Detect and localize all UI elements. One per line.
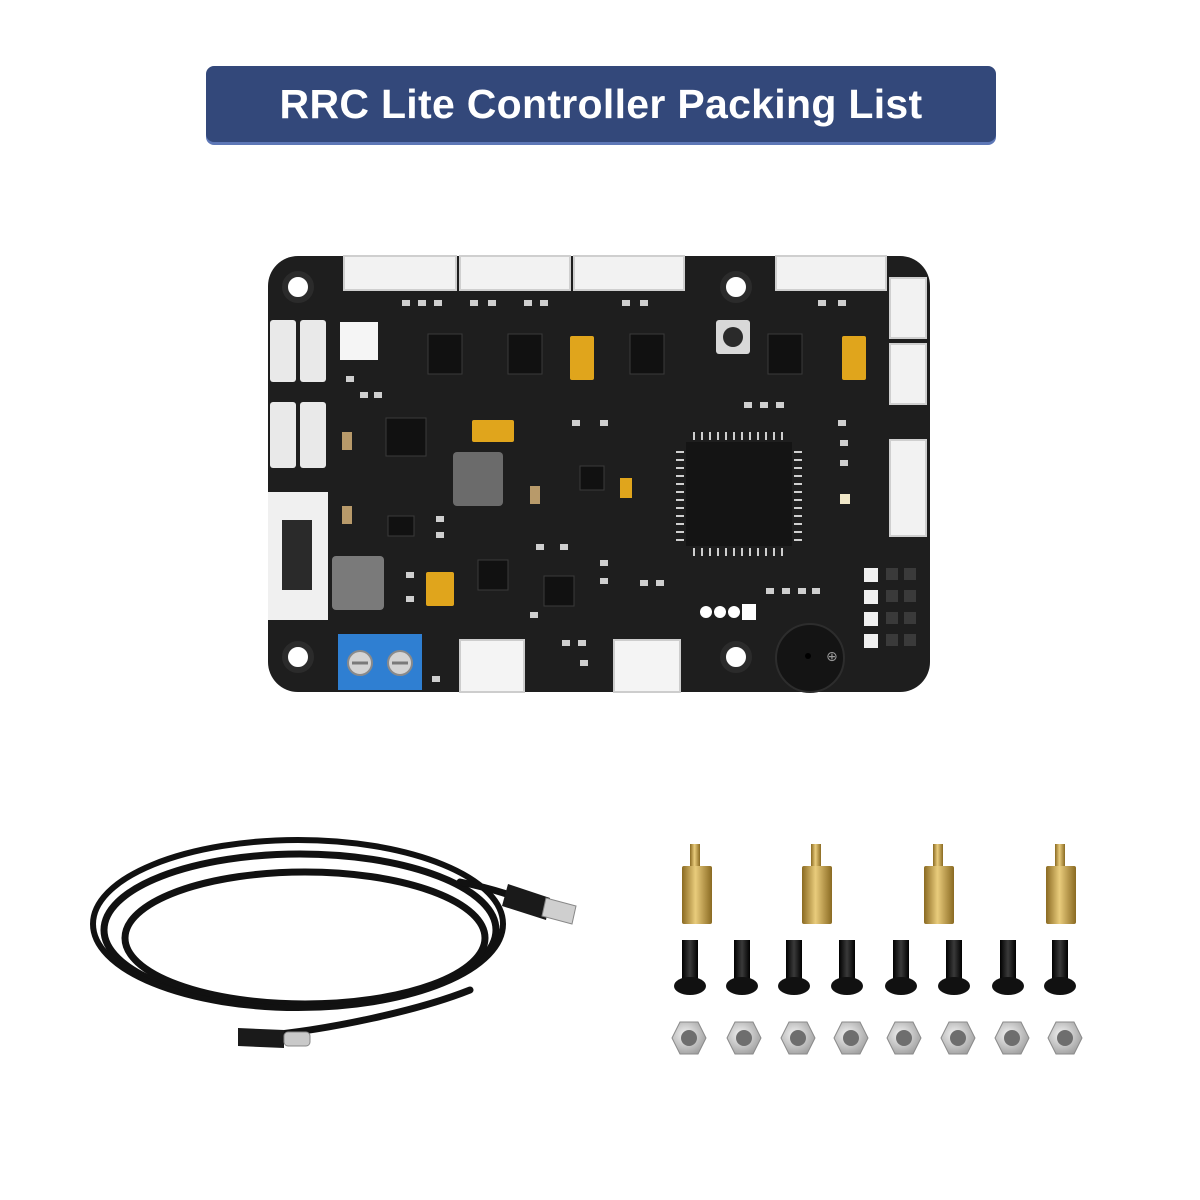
- standoff-icon: [1046, 844, 1076, 924]
- screw-icon: [1044, 940, 1076, 995]
- mounting-hole: [282, 271, 752, 673]
- screw-icon: [885, 940, 917, 995]
- screw-icon: [831, 940, 863, 995]
- nut-icon: [726, 1021, 762, 1055]
- screw-icon: [938, 940, 970, 995]
- screw-icon: [674, 940, 706, 995]
- nut-icon: [833, 1021, 869, 1055]
- hex-nuts: [671, 1021, 1083, 1055]
- svg-text:⊕: ⊕: [826, 649, 838, 665]
- pin-header: [864, 568, 878, 648]
- push-button: [270, 320, 326, 468]
- inductor: [332, 556, 384, 610]
- standoff-icon: [802, 844, 832, 924]
- nut-icon: [994, 1021, 1030, 1055]
- title-banner: RRC Lite Controller Packing List: [206, 66, 996, 142]
- top-connector: [343, 255, 887, 291]
- slide-switch: [268, 492, 328, 620]
- side-connector: [889, 277, 927, 537]
- small-ic: [385, 333, 803, 607]
- screw-icon: [778, 940, 810, 995]
- screw-icon: [726, 940, 758, 995]
- sensor-chip: [340, 322, 378, 360]
- screws: [674, 940, 1076, 995]
- inductor: [453, 452, 503, 506]
- page-title: RRC Lite Controller Packing List: [279, 80, 923, 127]
- nut-icon: [671, 1021, 707, 1055]
- usb-c-port: [459, 639, 681, 693]
- status-led: [700, 604, 756, 620]
- nut-icon: [886, 1021, 922, 1055]
- standoff-icon: [924, 844, 954, 924]
- usb-cable: [90, 837, 522, 1040]
- mcu-chip: [676, 432, 802, 556]
- brass-standoffs: [682, 844, 1076, 924]
- nut-icon: [1047, 1021, 1083, 1055]
- controller-board: ⊕: [268, 255, 930, 693]
- nut-icon: [940, 1021, 976, 1055]
- standoff-icon: [682, 844, 712, 924]
- usb-c-connector: [238, 1028, 311, 1048]
- nut-icon: [780, 1021, 816, 1055]
- capacitor: [426, 336, 866, 606]
- usb-a-connector: [502, 884, 577, 925]
- power-terminal: [338, 634, 422, 690]
- screw-icon: [992, 940, 1024, 995]
